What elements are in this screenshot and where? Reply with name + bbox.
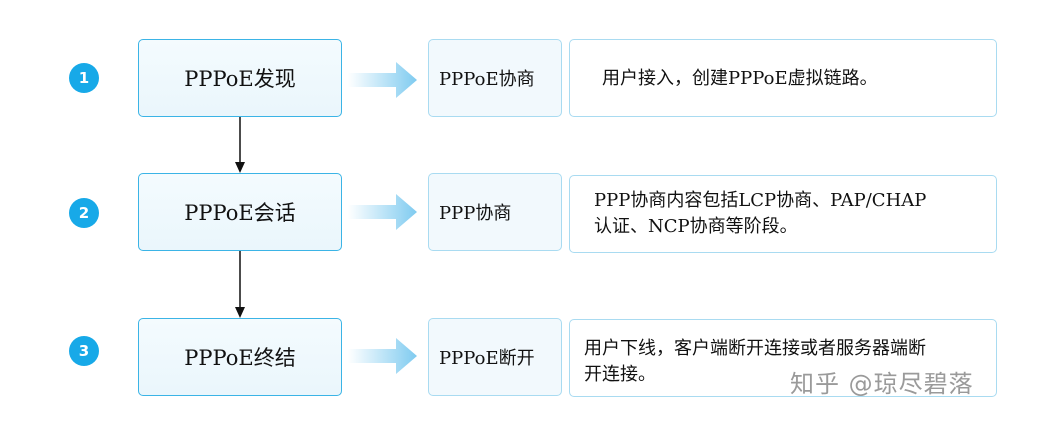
watermark: 知乎 @琼尽碧落 [790, 370, 974, 398]
phase-label: PPPoE会话 [184, 201, 296, 225]
step-number-badge-1: 1 [69, 63, 99, 93]
description-box-3: 用户下线，客户端断开连接或者服务器端断 开连接。 [569, 319, 997, 397]
flow-arrow-3 [348, 338, 417, 374]
stage-box-ppp-negotiation: PPP协商 [428, 173, 562, 251]
down-arrow-2 [235, 251, 245, 318]
flow-arrow-1 [348, 62, 417, 98]
stage-box-disconnect: PPPoE断开 [428, 318, 562, 396]
stage-label: PPPoE断开 [439, 348, 535, 369]
step-number-badge-2: 2 [69, 198, 99, 228]
phase-label: PPPoE发现 [184, 67, 296, 91]
phase-box-session: PPPoE会话 [138, 173, 342, 251]
down-arrow-1 [235, 117, 245, 173]
phase-box-termination: PPPoE终结 [138, 318, 342, 396]
description-box-1: 用户接入，创建PPPoE虚拟链路。 [569, 39, 997, 117]
stage-label: PPP协商 [439, 203, 512, 224]
phase-box-discovery: PPPoE发现 [138, 39, 342, 117]
flow-arrow-2 [348, 194, 417, 230]
description-text: 用户接入，创建PPPoE虚拟链路。 [602, 68, 878, 89]
description-box-2: PPP协商内容包括LCP协商、PAP/CHAP 认证、NCP协商等阶段。 [569, 175, 997, 253]
description-text: PPP协商内容包括LCP协商、PAP/CHAP 认证、NCP协商等阶段。 [594, 190, 927, 237]
stage-label: PPPoE协商 [439, 69, 535, 90]
stage-box-negotiation: PPPoE协商 [428, 39, 562, 117]
step-number-badge-3: 3 [69, 336, 99, 366]
phase-label: PPPoE终结 [184, 346, 296, 370]
description-text: 用户下线，客户端断开连接或者服务器端断 开连接。 [584, 338, 926, 385]
